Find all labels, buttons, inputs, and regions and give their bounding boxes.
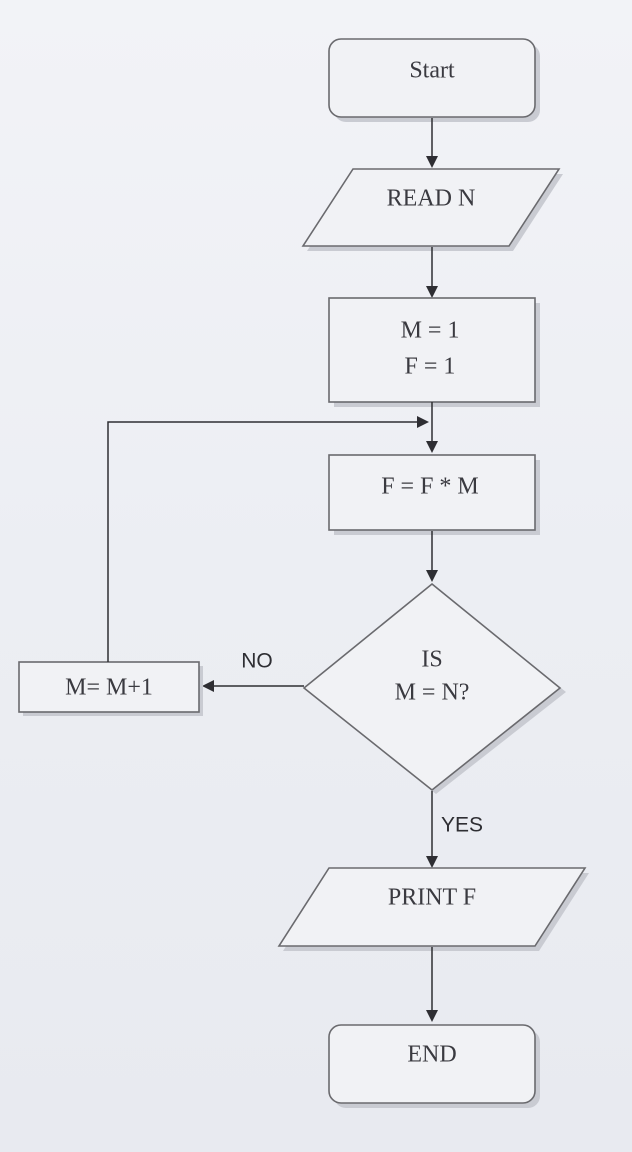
init-line-2: F = 1 (405, 354, 456, 380)
edge-loop-back (107, 416, 429, 662)
end-node: END (328, 1024, 540, 1108)
end-label: END (407, 1042, 456, 1068)
read-n-node: READ N (301, 168, 563, 251)
decision-node: IS M = N? (302, 582, 566, 794)
increment-label: M= M+1 (65, 675, 153, 701)
increment-node: M= M+1 (18, 661, 203, 716)
multiply-node: F = F * M (328, 454, 540, 535)
start-node: Start (328, 38, 540, 122)
print-f-label: PRINT F (388, 885, 476, 911)
no-label: NO (241, 650, 273, 673)
decision-line-2: M = N? (395, 680, 470, 706)
init-node: M = 1 F = 1 (328, 297, 540, 407)
read-n-label: READ N (387, 186, 476, 212)
yes-label: YES (441, 814, 483, 837)
start-label: Start (409, 58, 455, 84)
decision-line-1: IS (421, 647, 442, 673)
multiply-label: F = F * M (381, 474, 479, 500)
init-line-1: M = 1 (401, 318, 460, 344)
print-f-node: PRINT F (277, 867, 589, 951)
